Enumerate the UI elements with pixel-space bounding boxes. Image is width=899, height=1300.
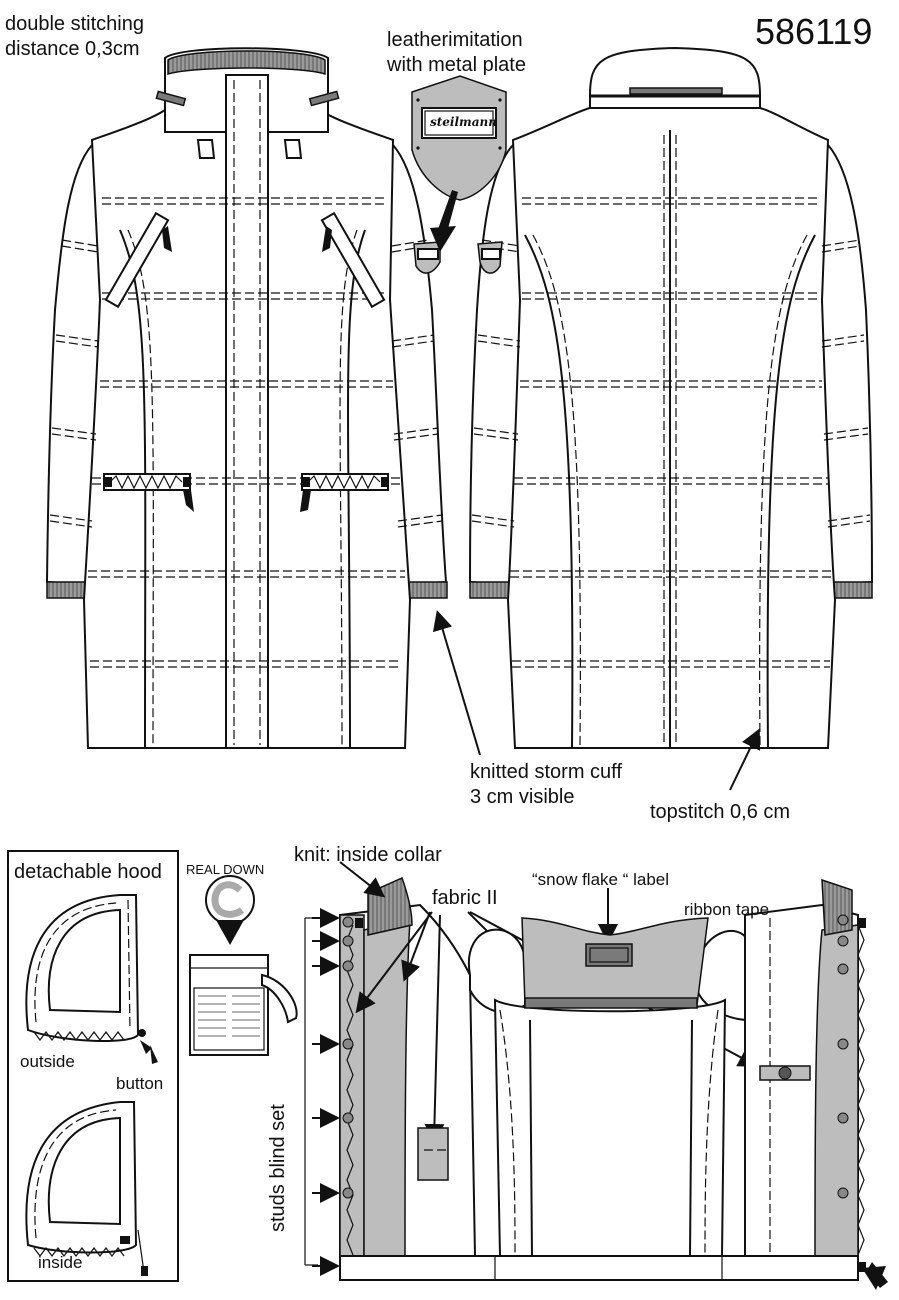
label-studs-blind-set: studs blind set <box>267 1104 289 1232</box>
plate-brand-text: steilmann <box>430 115 497 129</box>
inside-ribbon-tape <box>524 997 698 1009</box>
hood-outside-drawing <box>25 894 158 1064</box>
inside-collar-knit-left <box>367 876 413 936</box>
front-quilting <box>49 197 443 668</box>
back-left-cuff <box>469 581 513 599</box>
label-knit-inside-collar: knit: inside collar <box>294 844 442 866</box>
label-stitching-distance: distance 0,3cm <box>5 38 140 60</box>
inside-bottom-hem <box>339 1255 859 1281</box>
label-metal-plate: with metal plate <box>387 54 526 76</box>
plate-icon <box>411 75 507 252</box>
label-hood-outside: outside <box>20 1052 75 1071</box>
label-real-down: REAL DOWN <box>186 862 265 877</box>
label-hood-button: button <box>116 1074 164 1093</box>
front-collar-tab-right <box>308 90 340 107</box>
back-collar-tape <box>629 87 723 95</box>
arrow-icon <box>432 610 761 791</box>
front-chest-pocket-left <box>104 211 170 309</box>
label-topstitch: topstitch 0,6 cm <box>650 801 791 823</box>
back-quilting <box>471 197 871 668</box>
label-ribbon-tape: ribbon tape <box>684 900 770 919</box>
label-hood-inside: inside <box>38 1253 83 1272</box>
inside-collar-knit-right <box>821 878 853 936</box>
tab-icon <box>162 226 172 252</box>
front-chest-pocket-right <box>320 211 386 309</box>
hood-panel <box>7 850 179 1282</box>
back-collar <box>589 46 761 109</box>
front-collar-loop-right <box>283 139 303 159</box>
hood-inside-drawing <box>25 1101 148 1276</box>
label-fabric-ii: fabric II <box>432 887 498 909</box>
front-left-cuff <box>46 581 90 599</box>
down-label-icon <box>189 875 298 1056</box>
inside-view <box>304 861 888 1290</box>
label-double-stitching: double stitching <box>5 13 144 35</box>
front-collar-knit <box>167 50 326 76</box>
front-collar-tab-left <box>155 90 187 107</box>
label-leather-imitation: leatherimitation <box>387 29 523 51</box>
label-knitted-cuff: knitted storm cuff <box>470 761 622 783</box>
front-placket <box>225 74 269 749</box>
label-detachable-hood: detachable hood <box>14 861 162 883</box>
front-collar-loop-left <box>196 139 216 159</box>
style-number: 586119 <box>755 11 873 52</box>
zipper-icon <box>103 473 389 512</box>
front-coat <box>45 47 448 749</box>
back-right-cuff <box>829 581 873 599</box>
front-right-cuff <box>404 581 448 599</box>
snow-flake-label-patch <box>585 943 633 967</box>
stud-icon <box>342 916 354 1272</box>
back-coat <box>468 46 874 749</box>
label-cuff-visible: 3 cm visible <box>470 786 575 808</box>
label-snow-flake: “snow flake “ label <box>532 870 670 889</box>
